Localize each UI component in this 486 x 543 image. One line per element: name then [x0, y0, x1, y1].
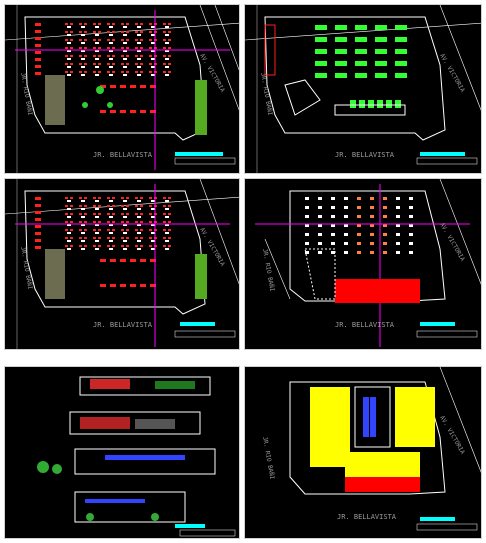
street-label-left: JR. RIO BAÑI: [19, 72, 33, 116]
elevation-3: [37, 448, 216, 475]
street-label-left: JR. RIO BAÑI: [19, 246, 33, 290]
elevation-4: [74, 491, 186, 523]
plan-panel-2: JR. BELLAVISTA JR. RIO BAÑI AV. VICTORIA: [244, 4, 482, 174]
seating-grid: [35, 23, 171, 113]
street-label-bottom: JR. BELLAVISTA: [93, 151, 153, 159]
floor-plan-drawing: JR. BELLAVISTA JR. RIO BAÑI AV. VICTORIA: [245, 5, 481, 173]
street-label-bottom: JR. BELLAVISTA: [335, 321, 395, 329]
street-label-right: AV. VICTORIA: [438, 53, 466, 94]
red-zone: [345, 477, 420, 492]
plan-panel-1: JR. BELLAVISTA JR. RIO BAÑI AV. VICTORIA: [4, 4, 240, 174]
elevations-drawing: [37, 376, 236, 537]
zoning-drawing: JR. BELLAVISTA JR. RIO BAÑI AV. VICTORIA: [261, 367, 481, 531]
plan-panel-3: JR. BELLAVISTA JR. RIO BAÑI AV. VICTORIA: [4, 178, 240, 350]
floor-plan-drawing: JR. BELLAVISTA JR. RIO BAÑI AV. VICTORIA: [255, 179, 481, 347]
elevation-2: [69, 411, 201, 435]
plan-panel-4: JR. BELLAVISTA JR. RIO BAÑI AV. VICTORIA: [244, 178, 482, 350]
seating-grid: [35, 197, 171, 287]
street-label-left: JR. RIO BAÑI: [261, 436, 275, 480]
seating-grid: [305, 197, 413, 254]
yellow-zone: [310, 387, 350, 467]
zoning-panel: JR. BELLAVISTA JR. RIO BAÑI AV. VICTORIA: [244, 366, 482, 539]
title-block: [175, 152, 223, 156]
street-label-bottom: JR. BELLAVISTA: [337, 513, 397, 521]
street-label-bottom: JR. BELLAVISTA: [335, 151, 395, 159]
street-label-right: AV. VICTORIA: [438, 222, 466, 263]
red-block: [335, 279, 420, 303]
elevation-1: [79, 376, 211, 396]
floor-plan-drawing: JR. BELLAVISTA JR. RIO BAÑI AV. VICTORIA: [5, 179, 239, 349]
street-label-right: AV. VICTORIA: [438, 415, 466, 456]
street-label-left: JR. RIO BAÑI: [259, 72, 273, 116]
floor-plan-drawing: JR. BELLAVISTA JR. RIO BAÑI AV. VICTORIA: [5, 5, 239, 173]
tables-grid: [315, 25, 407, 108]
street-label-left: JR. RIO BAÑI: [261, 248, 275, 292]
elevations-panel: [4, 366, 240, 539]
street-label-bottom: JR. BELLAVISTA: [93, 321, 153, 329]
